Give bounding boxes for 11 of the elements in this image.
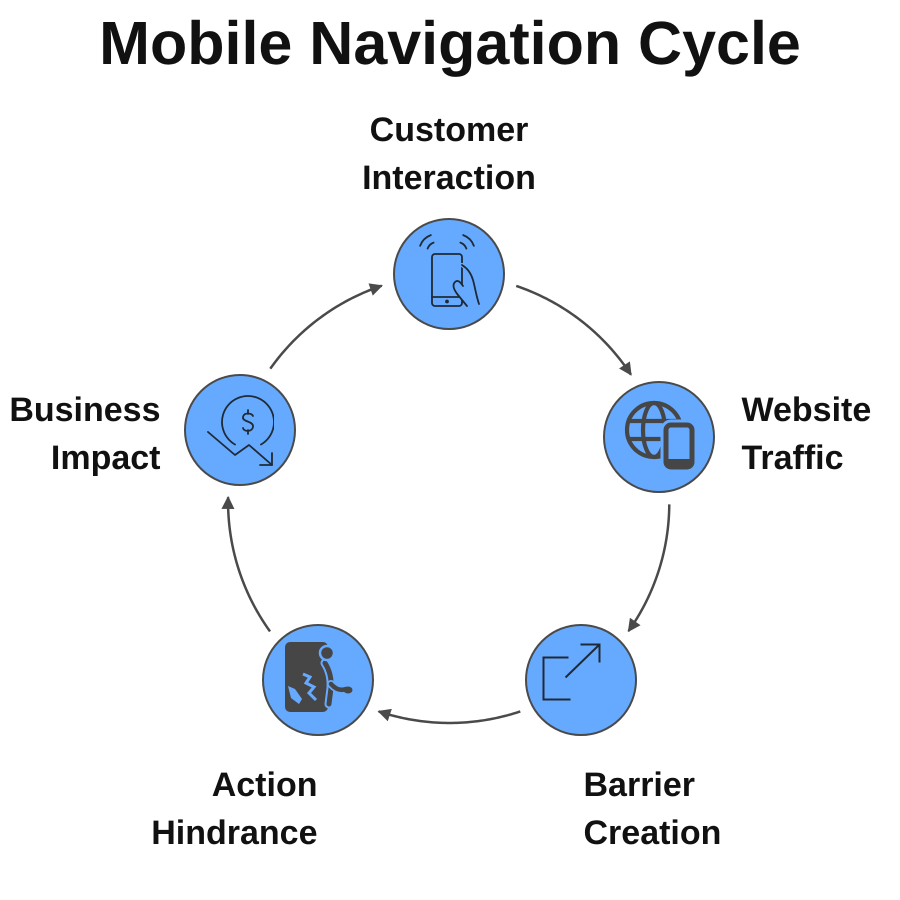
arrow [221,496,272,632]
step-label: Business Impact [8,390,160,478]
arrow [516,284,632,376]
title: Mobile Navigation Cycle [98,8,802,78]
arrow [377,708,521,724]
step-label: Barrier Creation [584,764,722,854]
arrow [628,504,671,632]
step-label: Action Hindrance [150,764,318,854]
step-label: Website Traffic [742,390,872,478]
step-label: Customer Interaction [361,110,537,198]
arrow [269,283,383,370]
